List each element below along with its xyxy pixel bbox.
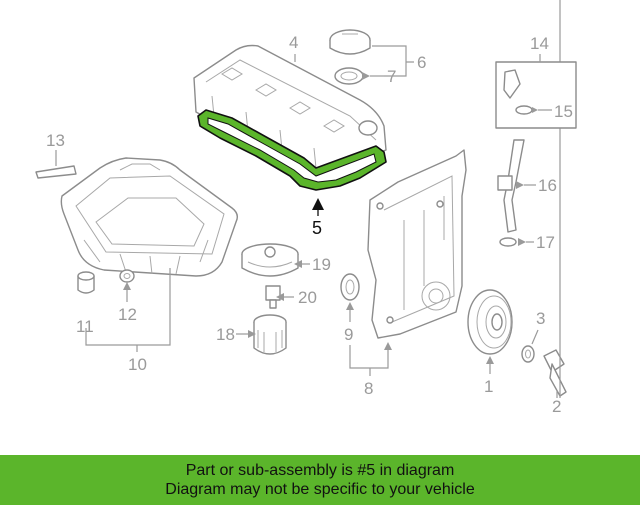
part-5-valve-cover-gasket: [197, 109, 387, 191]
part-4-valve-cover: [193, 44, 387, 177]
banner-line-1: Part or sub-assembly is #5 in diagram: [185, 462, 455, 479]
part-11-drain-plug: [77, 271, 95, 294]
part-7-cap-seal: [334, 67, 364, 85]
callout-17: 17: [536, 233, 555, 252]
callout-9: 9: [344, 325, 353, 344]
callout-11: 11: [76, 317, 94, 336]
part-6-oil-filler-cap: [329, 29, 371, 55]
callout-20: 20: [298, 288, 317, 307]
callout-15: 15: [554, 102, 573, 121]
part-3-washer: [521, 345, 535, 363]
part-15-tube-seal: [503, 69, 533, 115]
callout-2: 2: [552, 397, 561, 416]
timing-cover: [367, 149, 467, 339]
callout-12: 12: [118, 305, 137, 324]
part-16-dipstick-tube: [497, 139, 525, 233]
callout-5: 5: [312, 218, 322, 238]
callout-4: 4: [289, 33, 298, 52]
parts-diagram: 4 6 7 5 13 11 12 10 19 20 18 9 8 14 15 1…: [35, 0, 577, 416]
part-2-pulley-bolt: [543, 349, 567, 397]
callout-14: 14: [530, 34, 549, 53]
part-12-washer: [119, 269, 135, 283]
part-13-seal: [35, 165, 77, 179]
callout-6: 6: [417, 53, 426, 72]
part-18-oil-filter: [253, 314, 287, 355]
callout-10: 10: [128, 355, 147, 374]
callout-3: 3: [536, 309, 545, 328]
callout-7: 7: [387, 67, 396, 86]
callout-8: 8: [364, 379, 373, 398]
callout-1: 1: [484, 377, 493, 396]
part-17-o-ring: [499, 237, 517, 247]
part-19-oil-cooler: [241, 243, 299, 277]
banner-line-2: Diagram may not be specific to your vehi…: [165, 481, 475, 498]
info-banner: Part or sub-assembly is #5 in diagram Di…: [0, 455, 640, 505]
part-9-front-seal: [340, 273, 360, 301]
callout-18: 18: [216, 325, 235, 344]
part-20-oil-pressure-sensor: [265, 285, 281, 309]
callout-16: 16: [538, 176, 557, 195]
part-1-crankshaft-pulley: [467, 289, 513, 355]
oil-pan: [60, 157, 239, 277]
callout-19: 19: [312, 255, 331, 274]
callout-13: 13: [46, 131, 65, 150]
